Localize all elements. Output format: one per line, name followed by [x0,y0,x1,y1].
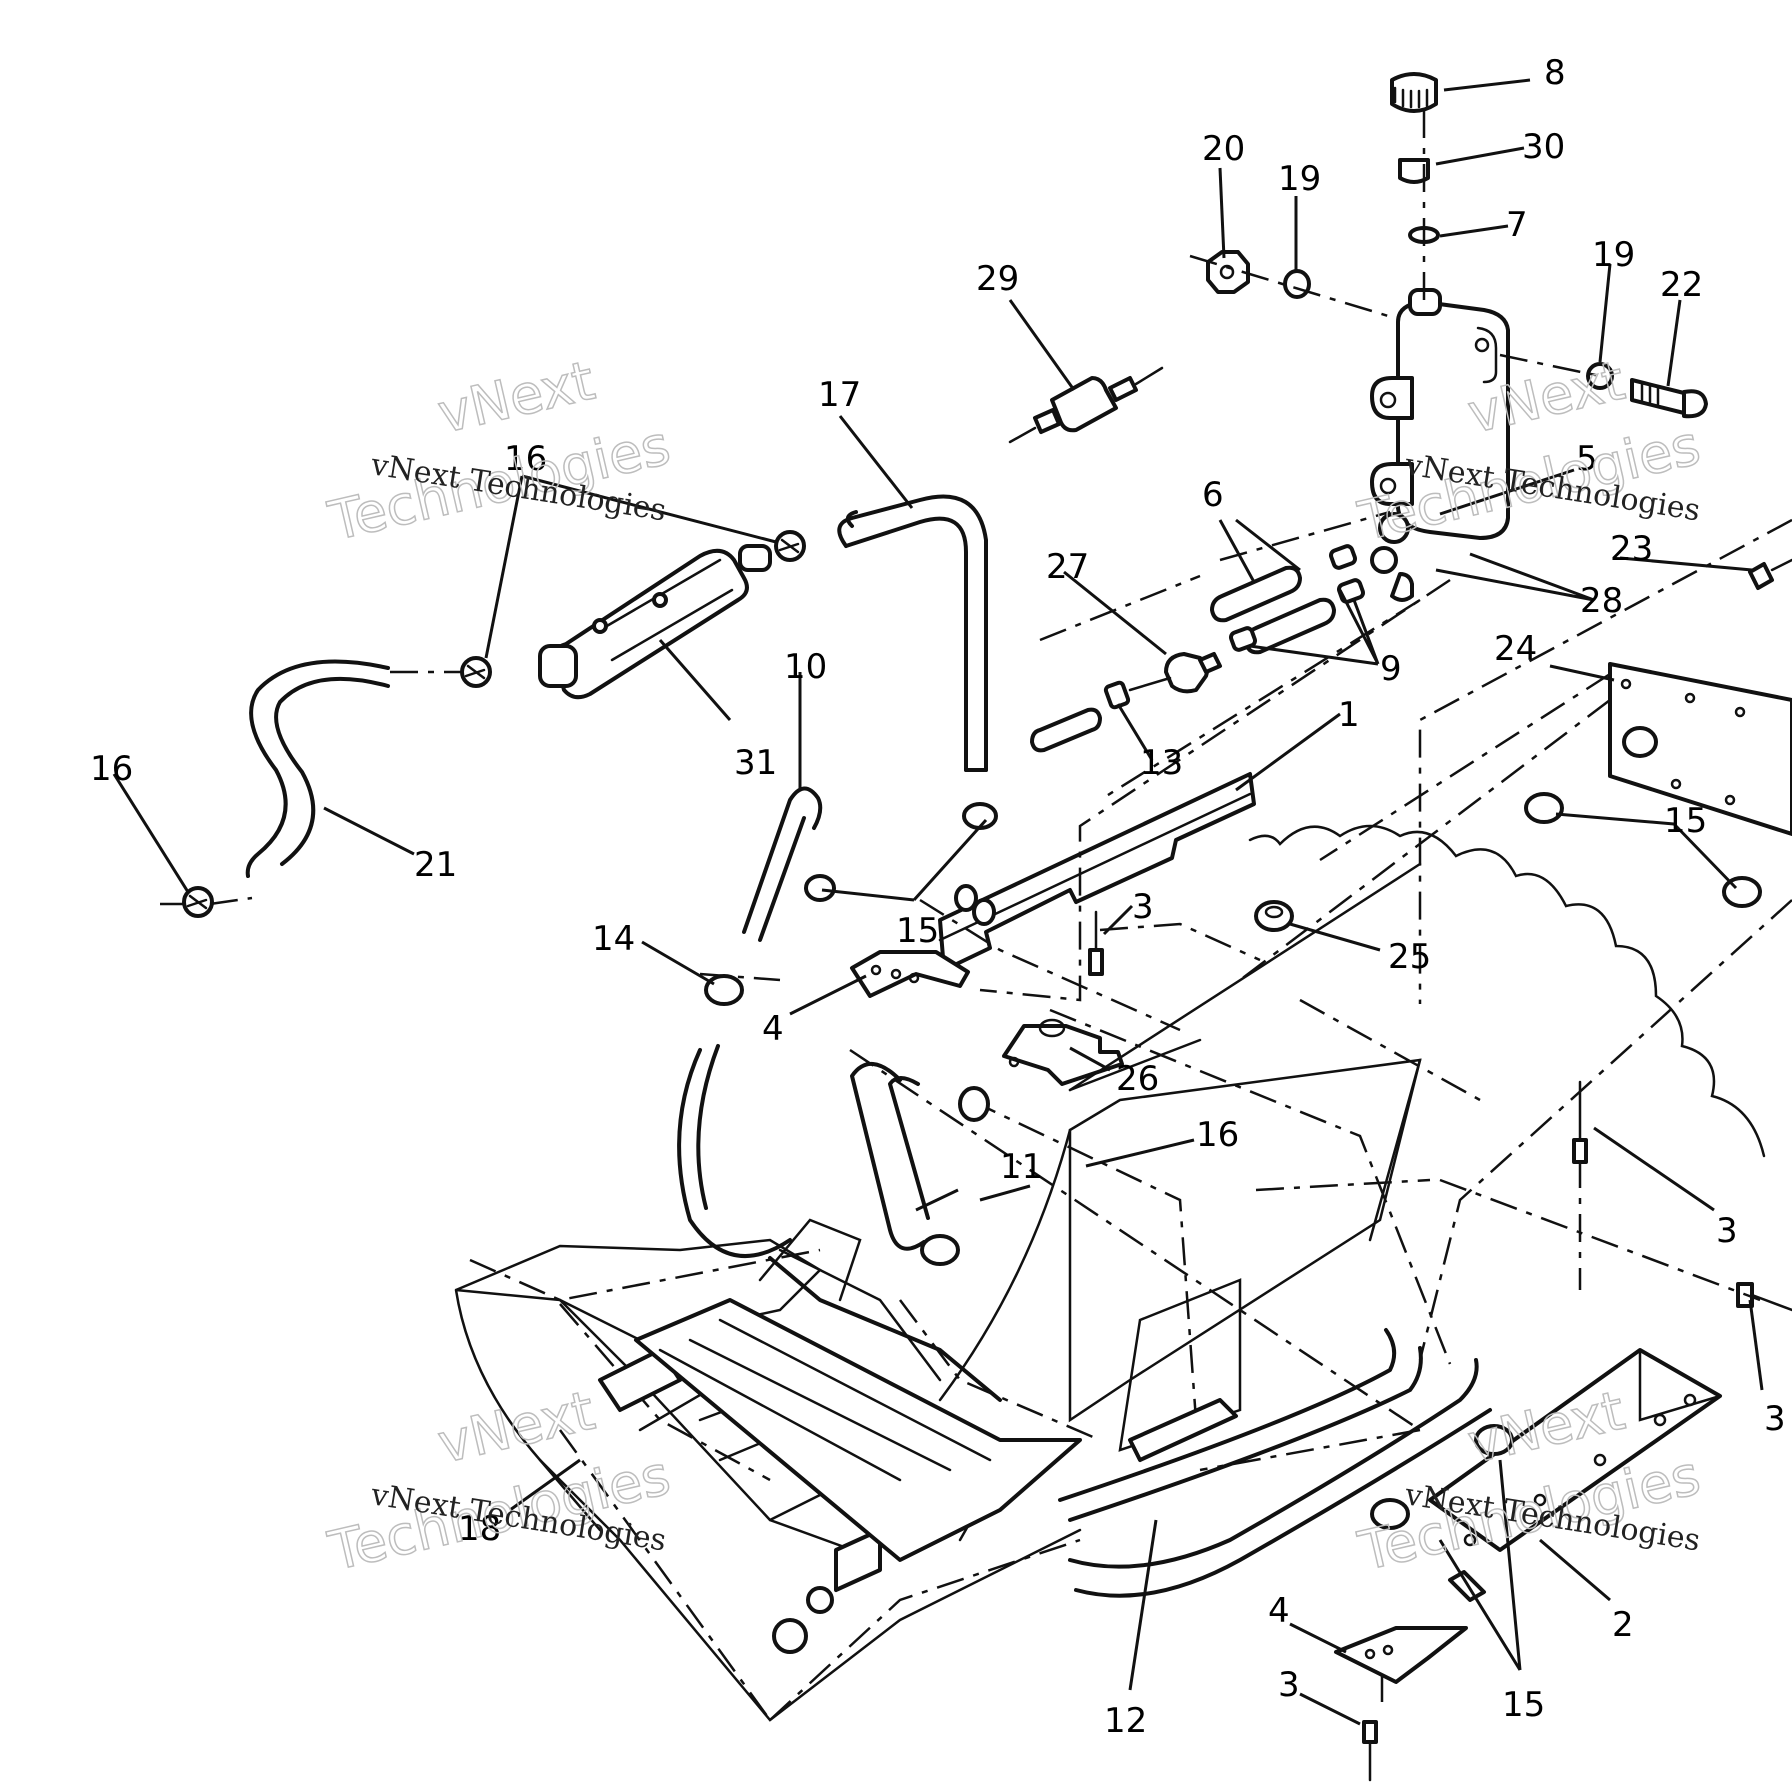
callout-10: 10 [784,647,827,687]
grommet-25 [1254,900,1294,932]
callout-15-lower: 15 [1502,1685,1545,1725]
callout-13: 13 [1140,743,1183,783]
callout-2: 2 [1612,1605,1634,1645]
upper-radiator-hose [837,494,988,772]
callout-7: 7 [1506,205,1528,245]
coolant-tube-11 [850,1061,990,1266]
callout-15-right: 15 [1664,801,1707,841]
flat-washer-left [1283,269,1311,299]
callout-labels: 8 30 7 20 19 19 22 29 17 16 5 6 27 28 23… [90,53,1786,1741]
hose-clamp-left [182,886,214,918]
reservoir-cap [1390,72,1438,113]
short-hose-upper [1210,565,1302,623]
rivet-right [1572,1080,1588,1164]
callout-25: 25 [1388,937,1431,977]
callout-4-lower: 4 [1268,1591,1290,1631]
callout-18: 18 [458,1509,501,1549]
short-hose-13 [1030,680,1131,753]
callout-3-right: 3 [1716,1211,1738,1251]
callout-28: 28 [1580,581,1623,621]
callout-27: 27 [1046,547,1089,587]
hose-clamp-15-lower [1370,1424,1514,1602]
callout-17: 17 [818,375,861,415]
callout-16-top: 16 [504,439,547,479]
callout-3-upper: 3 [1132,887,1154,927]
watermark-word-1: vNext [432,349,600,446]
callout-19-right: 19 [1592,235,1635,275]
long-return-hose [677,1044,792,1258]
callout-8: 8 [1544,53,1566,93]
bypass-hose-vertical [742,786,823,942]
callout-3-far-right: 3 [1764,1399,1786,1439]
tee-fitting [1128,652,1222,694]
heat-exchanger [634,1248,1082,1562]
lower-bypass-hose [245,659,390,878]
rivet-lower-left [1362,1720,1378,1782]
mounting-bracket-upper [850,950,970,998]
callout-11: 11 [1000,1147,1043,1187]
watermark-word-1: vNext [432,1379,600,1476]
leader-lines [112,78,1764,1726]
coolant-tube-12 [1058,1328,1492,1598]
cap-gasket [1398,158,1430,184]
callout-31: 31 [734,743,777,783]
thermostat-housing [538,544,772,700]
upper-mounting-bracket-24 [1608,662,1792,836]
mounting-bracket-lower-4 [1334,1626,1468,1684]
mounting-bolt [1630,378,1708,419]
rivet-upper [1088,910,1104,976]
callout-6: 6 [1202,475,1224,515]
radiator-shroud-pan [938,1058,1422,1462]
callout-21: 21 [414,845,457,885]
check-valve [1008,366,1164,444]
callout-9: 9 [1380,649,1402,689]
hex-nut [1206,250,1250,294]
callout-24: 24 [1494,629,1537,669]
callout-19-left: 19 [1278,159,1321,199]
callout-5: 5 [1576,439,1598,479]
coolant-reservoir [1370,288,1510,602]
callout-4-upper: 4 [762,1009,784,1049]
hose-clamp-14 [704,974,744,1006]
callout-16-left: 16 [90,749,133,789]
rivet-far-right [1736,1282,1792,1312]
callout-15-upper: 15 [896,911,939,951]
hose-clamp-top [774,530,806,562]
callout-14: 14 [592,919,635,959]
flat-washer-right [1586,362,1614,390]
callout-3-lower: 3 [1278,1665,1300,1705]
callout-16-mid: 16 [1196,1115,1239,1155]
callout-12: 12 [1104,1701,1147,1741]
callout-1: 1 [1338,695,1360,735]
callout-30: 30 [1522,127,1565,167]
radiator-core [938,772,1256,972]
callout-23: 23 [1610,529,1653,569]
callout-22: 22 [1660,265,1703,305]
body-panel-edge [1068,824,1766,1158]
hose-clamp-pair [1228,544,1366,652]
callout-29: 29 [976,259,1019,299]
hose-clamp-mid [460,656,492,688]
callout-26: 26 [1116,1059,1159,1099]
mounting-bracket-26 [1002,1018,1124,1086]
callout-20: 20 [1202,129,1245,169]
fitting-23 [1748,558,1792,590]
